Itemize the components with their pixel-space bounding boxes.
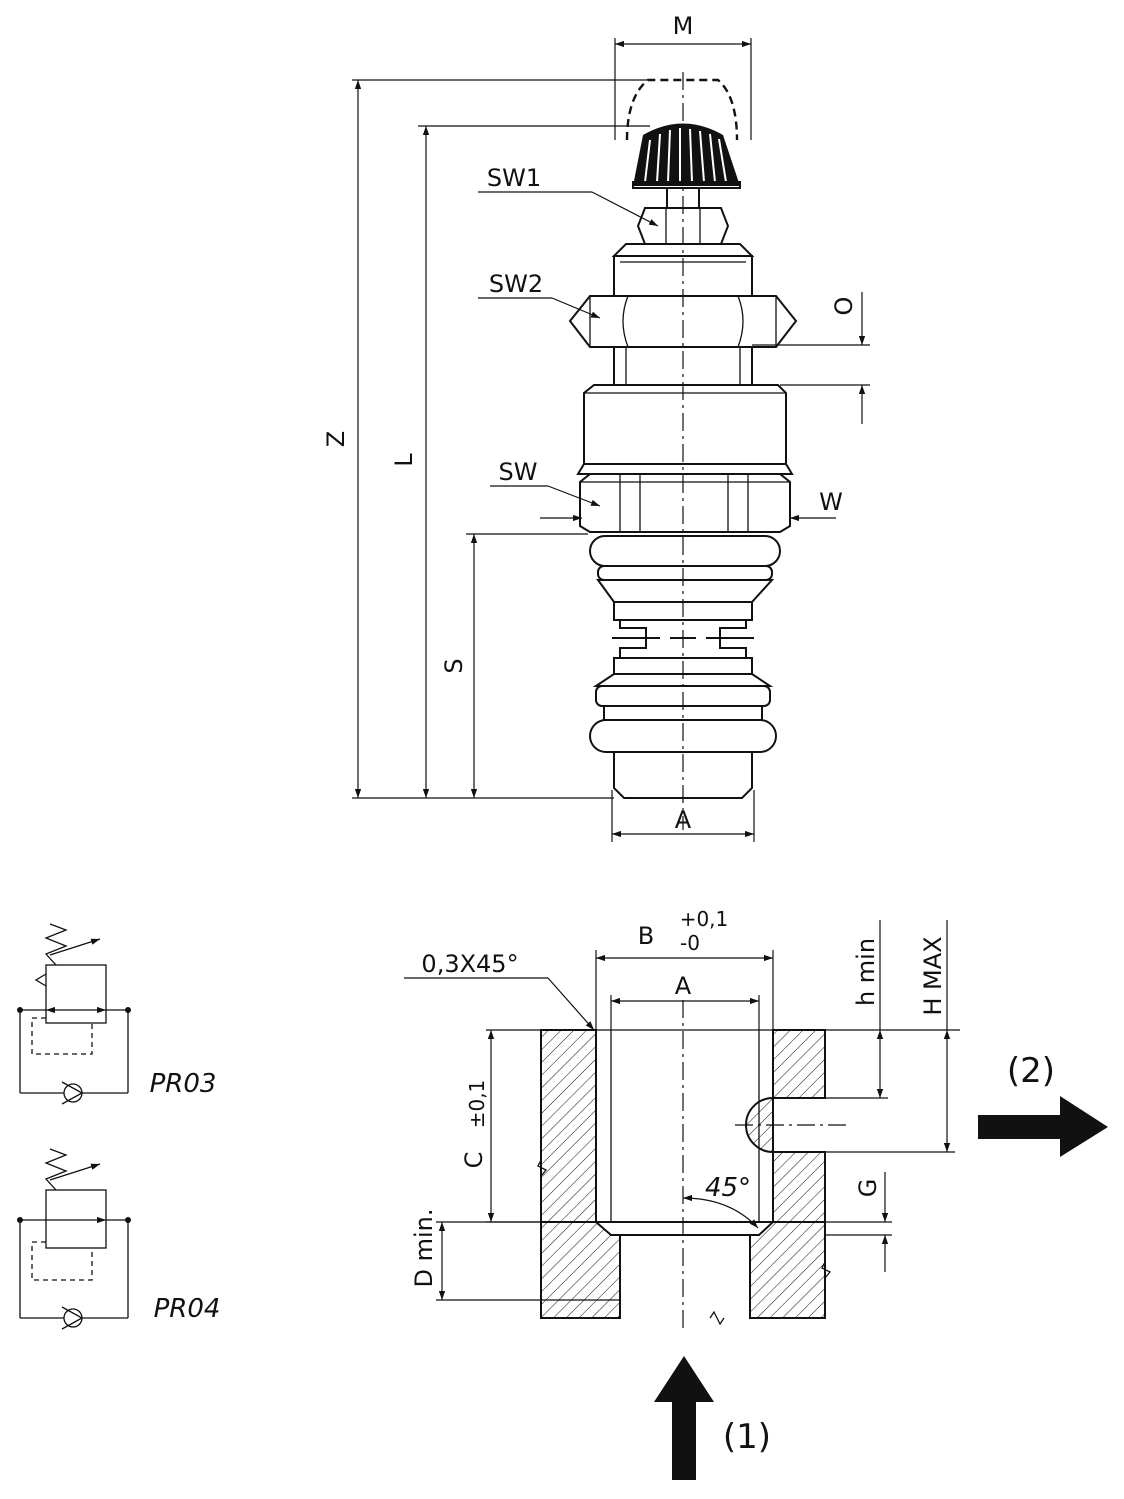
label-PR04: PR04: [154, 1294, 221, 1324]
valve-dimensions: [352, 38, 870, 842]
check-valve-icon: [63, 1083, 83, 1103]
check-valve-icon: [63, 1308, 83, 1328]
spring-icon: [44, 923, 68, 966]
cavity-dimensions: [404, 920, 960, 1301]
label-C: C: [460, 1152, 488, 1169]
valve-nose: [613, 751, 753, 799]
label-angle: 45°: [705, 1173, 751, 1203]
label-B: B: [638, 922, 654, 950]
label-W: W: [819, 488, 843, 516]
label-C-tol: ±0,1: [465, 1080, 489, 1129]
label-M: M: [673, 12, 694, 40]
label-B-tol-upper: +0,1: [680, 907, 729, 931]
label-chamfer: 0,3X45°: [421, 950, 518, 978]
cavity-section: [537, 1000, 846, 1330]
cavity-left-wall: [540, 1029, 621, 1319]
cavity-labels: B +0,1 -0 0,3X45° A h min H MAX C ±0,1 4…: [410, 907, 947, 1288]
symbol-pr04: PR04: [17, 1148, 221, 1330]
label-SW1: SW1: [487, 164, 541, 192]
label-SW2: SW2: [489, 270, 543, 298]
knob-extended-outline: [625, 78, 739, 141]
sw2-nut: [568, 295, 798, 348]
label-Z: Z: [322, 431, 350, 447]
cartridge-slot: [612, 619, 754, 659]
label-O: O: [830, 297, 858, 316]
valve-labels: M SW1 SW2 SW W A Z L S O: [322, 12, 858, 834]
backup-ring: [597, 565, 773, 581]
label-G: G: [854, 1179, 882, 1198]
label-PR03: PR03: [150, 1069, 217, 1099]
port-1-arrow: [654, 1356, 714, 1480]
sw-hex: [579, 473, 791, 533]
port-2-arrow: [978, 1096, 1108, 1157]
label-SW: SW: [499, 458, 538, 486]
label-h-min: h min: [852, 938, 880, 1006]
label-S: S: [440, 658, 468, 673]
label-H-max: H MAX: [919, 936, 947, 1015]
flow-arrows: (2) (1): [654, 1051, 1108, 1480]
valve-view: [568, 72, 798, 830]
label-A-cavity: A: [675, 972, 692, 1000]
label-L: L: [390, 453, 418, 467]
label-A-valve: A: [675, 806, 692, 834]
main-body: [583, 384, 787, 465]
label-D-min: D min.: [410, 1209, 438, 1288]
spring-icon: [44, 1148, 68, 1191]
upper-o-ring: [589, 535, 781, 567]
cavity-right-wall: [745, 1029, 826, 1319]
symbol-pr03: PR03: [17, 923, 217, 1105]
label-B-tol-lower: -0: [680, 931, 700, 955]
knurled-knob: [632, 123, 741, 189]
label-port-2: (2): [1007, 1051, 1055, 1091]
label-port-1: (1): [723, 1417, 771, 1457]
